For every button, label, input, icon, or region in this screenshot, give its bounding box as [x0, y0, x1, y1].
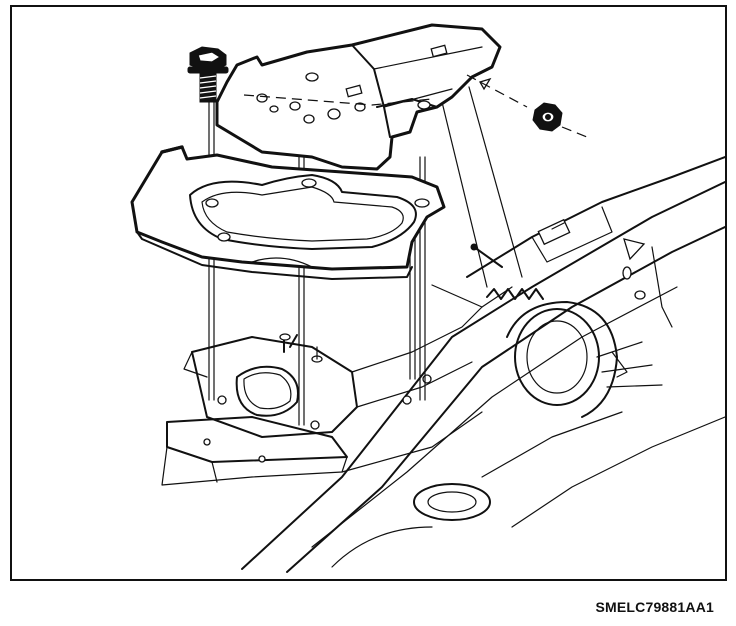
exploded-view-diagram	[130, 23, 725, 573]
nut-icon	[532, 102, 563, 132]
bolt-icon	[187, 46, 229, 103]
vehicle-frame	[241, 156, 725, 573]
illustration-frame	[10, 5, 727, 581]
bracket-plate	[215, 23, 502, 171]
figure-code: SMELC79881AA1	[595, 599, 714, 615]
mounting-base	[161, 306, 483, 486]
exploded-lines	[243, 74, 588, 138]
tray-bracket	[130, 145, 446, 280]
